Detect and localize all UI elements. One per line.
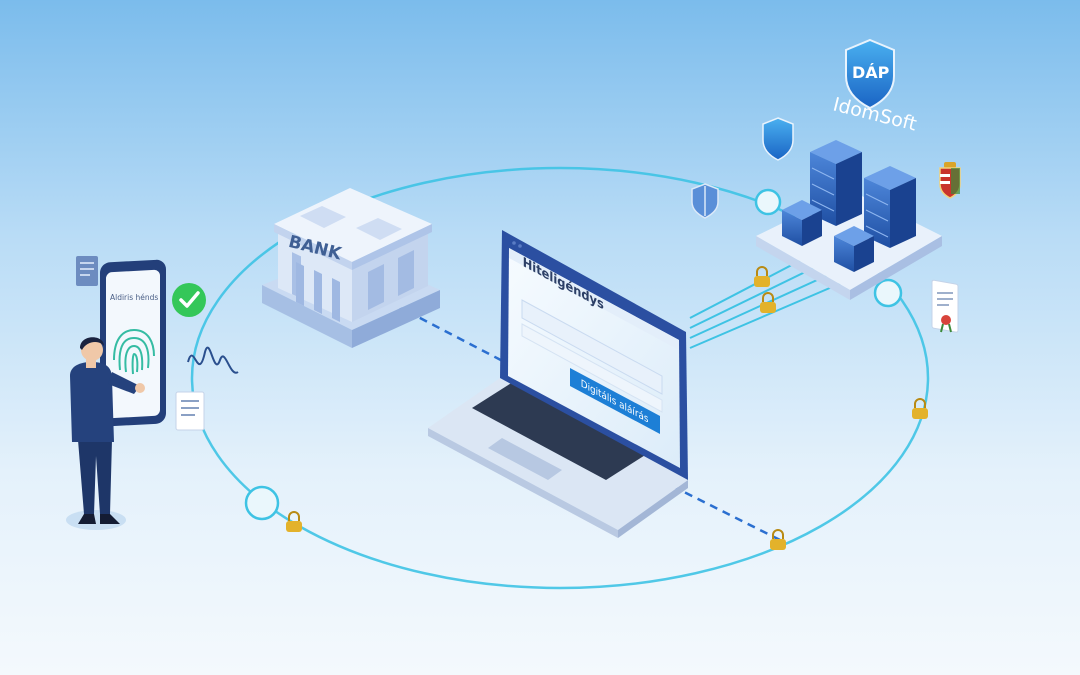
certificate-icon [931,279,959,333]
server-rack [782,200,822,246]
server-platform [756,140,942,300]
fingerprint-icon [113,328,155,375]
server-rack [810,140,862,226]
trackpad [488,438,562,480]
network-ring [190,166,930,590]
coat-of-arms-icon [939,162,961,199]
ring-node [754,188,782,216]
paper-note-icon [175,391,205,431]
server-rack [834,226,874,272]
shield-icon [691,183,719,219]
document-icon [76,256,98,286]
laptop: Hiteligéndys Digitális aláírás [428,230,688,538]
dap-shield-label: DÁP [852,63,890,82]
person-figure [66,337,145,530]
ring-node [873,278,903,308]
dashed-links [394,303,781,542]
keyboard [472,380,650,480]
check-circle-icon [172,283,206,317]
dap-shield-icon: DÁP [845,38,895,110]
lock-icon [754,266,770,287]
bank-building: BANK [262,188,440,348]
lock-icon [912,398,928,419]
signature-wave-icon [187,346,239,374]
phone-screen-title: Aldiris hénds [110,293,158,302]
lock-icon [770,529,786,550]
shield-icon [762,117,794,161]
lock-icon [286,511,302,532]
lock-icon [760,292,776,313]
ring-node [244,485,280,521]
server-rack [864,166,916,248]
